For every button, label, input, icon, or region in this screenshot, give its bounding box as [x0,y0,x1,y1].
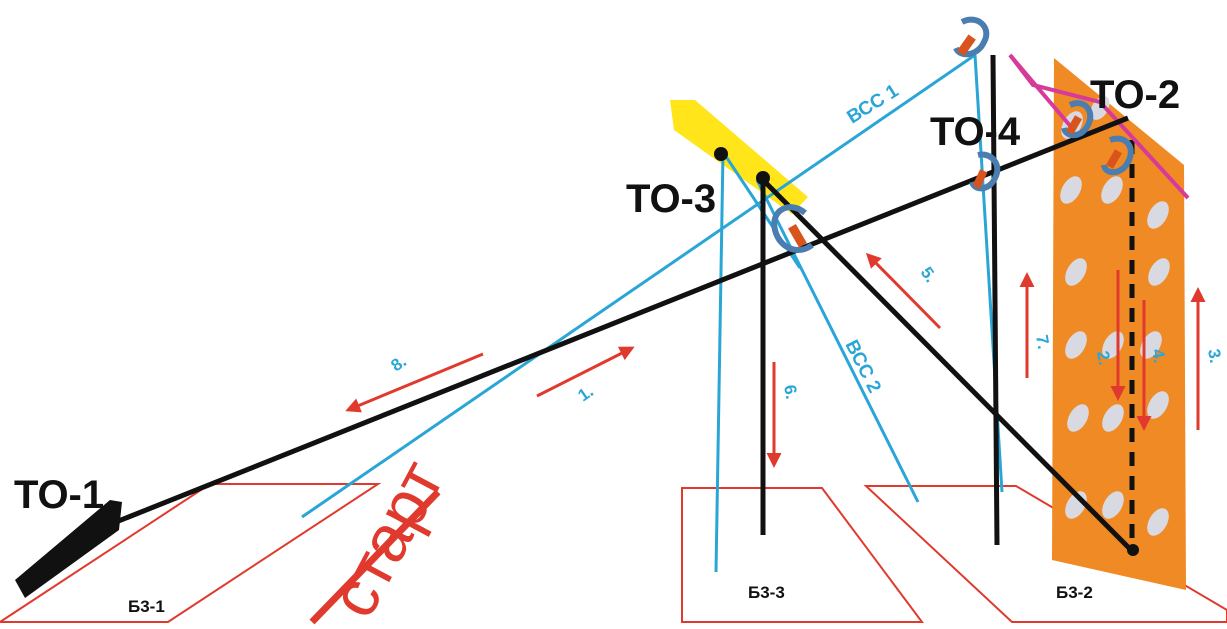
to3-black-diag [761,178,1136,555]
to3-anchor-dot-1 [714,147,728,161]
to1-anchor-block [15,500,122,598]
label-bz3: Б3-3 [748,583,785,602]
to3-platform [670,100,808,214]
label-vss2: ВСС 2 [841,337,885,397]
arrow-step-8 [345,352,484,413]
label-step-4: 4. [1148,347,1169,364]
label-to1: ТО-1 [14,473,104,517]
to4-black-vertical [990,54,1000,546]
label-step-2: 2. [1093,349,1114,366]
main-traverse-rope [95,115,1129,533]
to2-bottom-dot [1127,544,1139,556]
zone-bz3-outline [681,487,924,623]
label-step-3: 3. [1204,347,1225,364]
label-step-5: 5. [917,263,941,286]
vss1-rope [301,53,976,519]
carabiner-to3 [771,204,814,253]
magenta-brace [1008,53,1074,130]
arrow-step-1 [536,346,635,398]
label-step-7: 7. [1032,333,1053,350]
label-step-8: 8. [387,352,410,376]
label-bz2: Б3-2 [1056,583,1093,602]
label-to3: ТО-3 [626,177,716,221]
label-bz1: Б3-1 [128,597,165,616]
label-to4: ТО-4 [930,110,1021,154]
arrow-step-5 [865,252,942,330]
carabiner-wall-2 [1101,135,1134,176]
zone-bz1-outline [0,483,382,623]
to3-blue-vertical [714,151,725,573]
to3-anchor-dot-2 [756,171,770,185]
label-vss1: ВСС 1 [844,80,903,128]
label-start: старт [315,448,458,628]
label-step-1: 1. [574,382,597,406]
vss2-rope [755,179,920,503]
zone-bz2-outline [863,485,1227,623]
carabiner-to4 [969,151,1001,192]
carabiner-top [953,16,990,58]
label-to2: ТО-2 [1090,73,1180,117]
start-line [309,489,441,625]
label-step-6: 6. [780,383,801,400]
carabiner-wall-1 [1061,100,1094,139]
